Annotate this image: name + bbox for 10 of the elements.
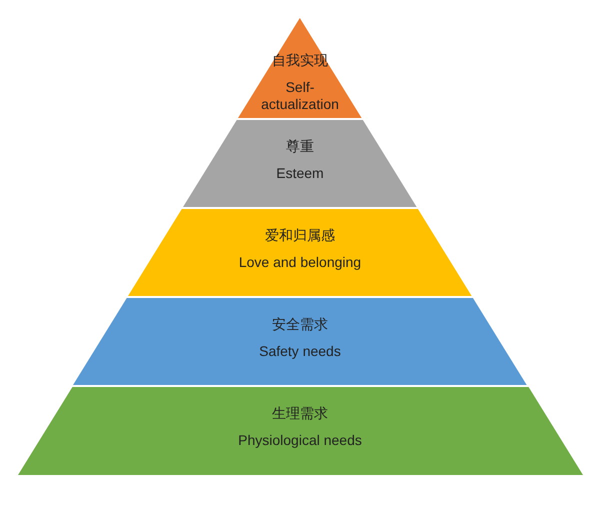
tier-label: Physiological needs [238,432,362,449]
tier-heading: 爱和归属感 [264,227,335,244]
tier-label: Safety needs [259,343,341,360]
tier-heading: 生理需求 [272,405,328,422]
tier-label: Self-actualization [260,79,340,113]
tier-heading: 自我实现 [272,52,328,69]
tier-label: Love and belonging [238,254,362,271]
tier-heading: 安全需求 [272,316,328,333]
tier-heading: 尊重 [286,138,314,155]
tier-label: Esteem [276,165,324,182]
